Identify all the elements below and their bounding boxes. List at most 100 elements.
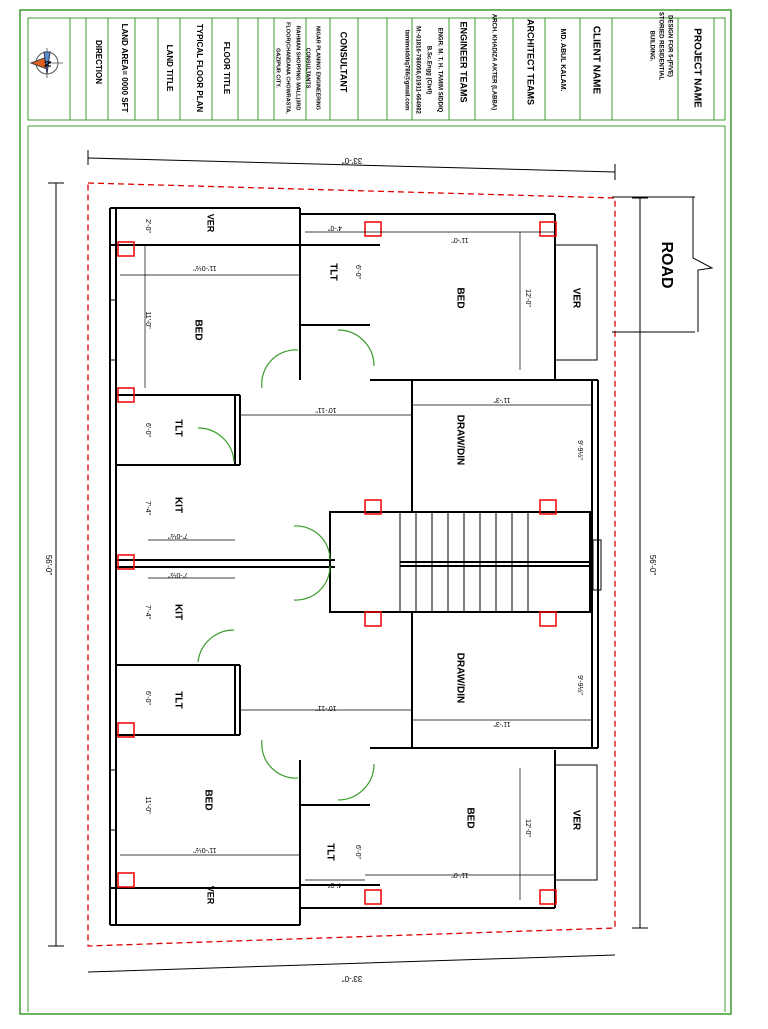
engineer-value: ENGR. M. T. H. TAMIM SIDDIQ [436, 28, 442, 113]
door-swing [337, 329, 375, 367]
dim-drawing-height: 11'-3" [493, 720, 511, 727]
room-label-toilet: TLT [327, 263, 338, 281]
dim-kitchen-height: 7'-4" [144, 501, 151, 515]
door-swing [293, 525, 331, 561]
dim-overall-bottom [87, 954, 616, 973]
project-name-label: PROJECT NAME [691, 28, 702, 108]
door-swing [337, 763, 375, 801]
column [539, 221, 557, 237]
dim-toilet-width: 4'-0" [328, 881, 342, 888]
room-label-toilet: TLT [324, 843, 335, 861]
project-name-value: STORIED RESIDENTIAL [657, 12, 663, 81]
engineer-value: B.Sc.Engg (Civil) [425, 46, 431, 94]
consultant-value: CONSULTANTS [305, 48, 311, 89]
column [364, 221, 382, 237]
dim-bed-width: 11'-0½" [193, 846, 217, 854]
door-swing [197, 427, 235, 463]
engineer-value: M:-01816-786056,01911-664982 [414, 26, 420, 114]
dim-overall-length-left: 56'-0" [44, 555, 53, 576]
column [364, 611, 382, 627]
dim-drawing-width: 10'-11" [315, 704, 337, 711]
property-boundary [87, 182, 616, 947]
road-label: ROAD [658, 241, 675, 288]
title-block-frame [27, 17, 726, 121]
dim-overall-width-top: 33'-0" [342, 156, 363, 165]
veranda-right-top [554, 244, 598, 361]
room-label-bed: BED [202, 789, 213, 810]
dim-bed-width: 11'-0" [451, 871, 469, 878]
floor-title-value: TYPICAL FLOOR PLAN [195, 24, 204, 113]
room-label-drawing-dining: DRAW/DIN [454, 415, 465, 466]
room-label-veranda: VER [570, 288, 581, 309]
column [117, 722, 135, 738]
room-label-veranda: VER [570, 810, 581, 831]
client-name-label: CLIENT NAME [590, 26, 601, 95]
dim-toilet-height: 6'-0" [144, 691, 151, 705]
dim-toilet-width: 4'-0" [328, 224, 342, 231]
consultant-label: CONSULTANT [339, 32, 349, 93]
consultant-value: NIGAR PLANING ENGINEERING [315, 26, 321, 110]
room-label-veranda: VER [206, 886, 216, 905]
room-label-toilet: TLT [172, 419, 183, 437]
dim-drawing-height: 11'-3" [493, 396, 511, 403]
room-label-bed: BED [192, 319, 203, 340]
consultant-value: FLOOR)CHANDANA CHOWRASTA, [285, 22, 291, 114]
window-right [592, 539, 602, 591]
dim-kitchen-height: 7'-4" [144, 605, 151, 619]
door-swing [261, 349, 299, 389]
room-label-veranda: VER [206, 214, 216, 233]
window-left [109, 299, 117, 361]
north-needle [43, 51, 51, 75]
dim-kitchen-width: 7'-0½" [168, 532, 188, 540]
dim-bed-width: 11'-0" [451, 236, 469, 243]
room-label-bed: BED [464, 807, 475, 828]
engineer-label: ENGINEER TEAMS [459, 21, 469, 102]
north-letter: N [43, 61, 53, 68]
column [117, 241, 135, 257]
north-arrow-icon [29, 48, 63, 78]
dim-kitchen-width: 7'-0½" [168, 571, 188, 579]
consultant-value: RAHMAN SHOPPING MALL(3RD [295, 26, 301, 111]
project-name-value: DESIGN FOR 5-(FIVE) [666, 15, 672, 77]
land-area: LAND AREA= 0000 SFT [120, 24, 129, 113]
dim-toilet-height: 6'-0" [354, 845, 361, 859]
consultant-value: GAZIPUR CITY. [275, 48, 281, 88]
column [539, 611, 557, 627]
road-break-line [692, 197, 714, 332]
door-swing [261, 739, 299, 779]
engineer-value: tamimsiddiq786@gmail.com [403, 30, 409, 111]
dim-veranda-width: 2'-0" [144, 219, 151, 233]
dim-overall-width-bottom: 33'-0" [342, 974, 363, 983]
column [539, 889, 557, 905]
direction-label: DIRECTION [94, 40, 103, 84]
dim-toilet-height: 6'-0" [354, 265, 361, 279]
dim-bed-height: 11'-0" [144, 796, 151, 814]
column [539, 499, 557, 515]
room-label-drawing-dining: DRAW/DIN [454, 653, 465, 704]
architect-label: ARCHITECT TEAMS [526, 19, 536, 105]
room-label-kitchen: KIT [172, 604, 183, 620]
door-swing [197, 629, 235, 663]
column [117, 872, 135, 888]
dim-overall-top [87, 157, 616, 173]
project-name-value: BUILDING. [648, 31, 654, 62]
outer-border [19, 9, 732, 1015]
dim-drawing-depth: 9'-9½" [576, 440, 584, 460]
room-label-bed: BED [454, 287, 465, 308]
dim-toilet-height: 6'-0" [144, 423, 151, 437]
column [117, 554, 135, 570]
dim-bed-height: 11'-0" [144, 311, 151, 329]
dim-bed-width: 11'-0½" [193, 264, 217, 272]
room-label-kitchen: KIT [172, 497, 183, 513]
column [117, 387, 135, 403]
client-name-value: MD. ABUL KALAM. [559, 29, 566, 92]
dim-drawing-depth: 9'-9½" [576, 675, 584, 695]
veranda-right-bottom [554, 764, 598, 881]
architect-value: ARCH. KHADIZA AKTER (LABBA) [490, 14, 496, 110]
floor-title-label: FLOOR TITLE [222, 42, 231, 95]
land-title-label: LAND TITLE [165, 45, 174, 92]
door-swing [293, 565, 331, 601]
column [364, 889, 382, 905]
